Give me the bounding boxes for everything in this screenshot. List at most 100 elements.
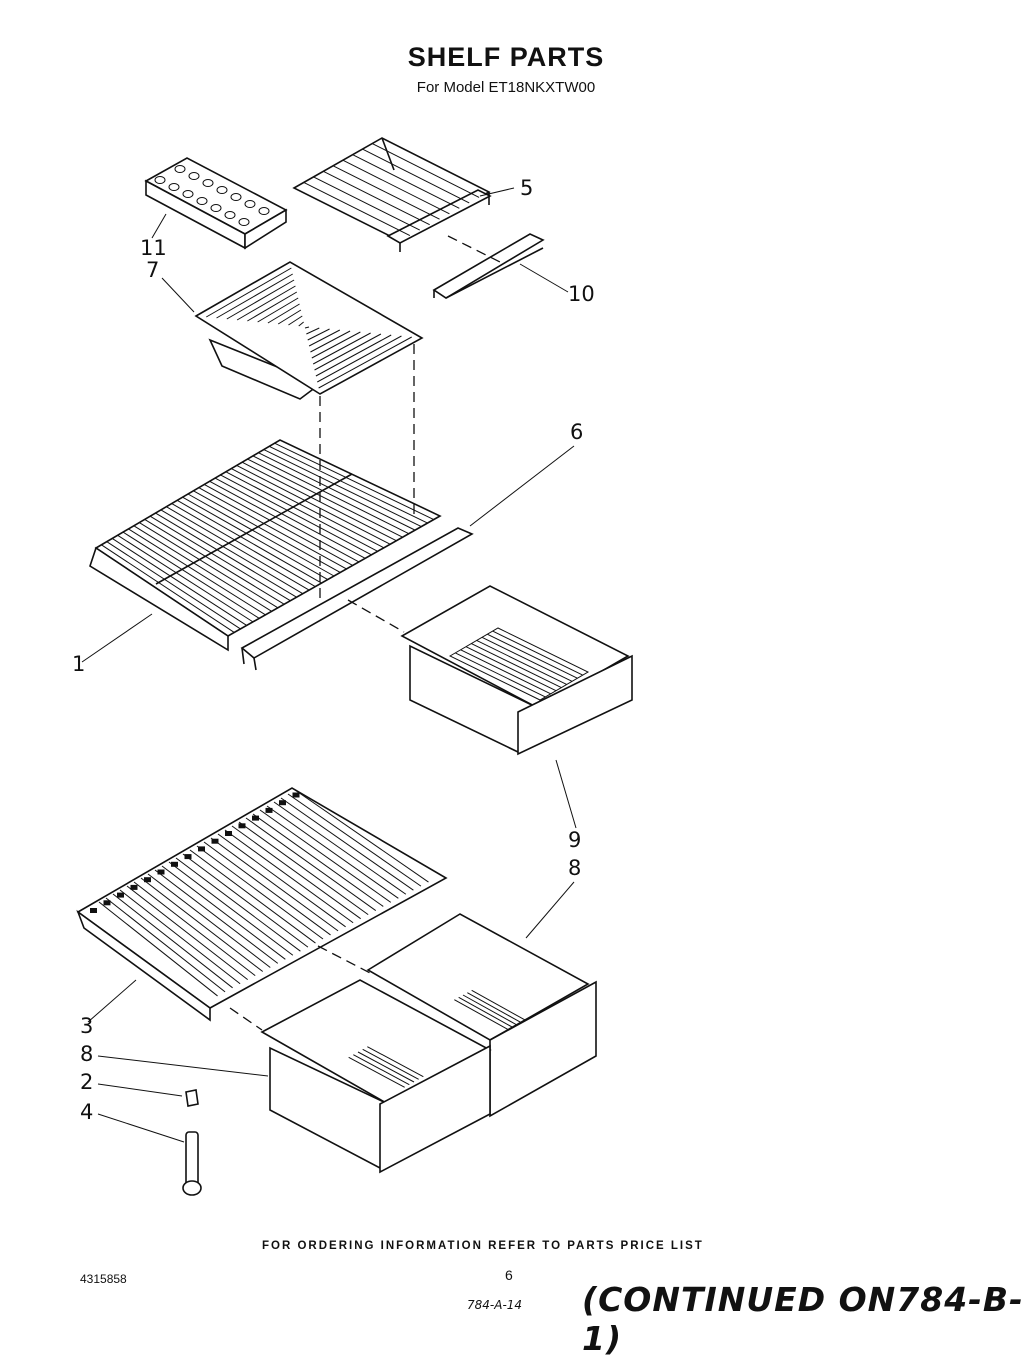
callout-11: 11 (140, 236, 167, 260)
wire-hatch (371, 143, 480, 198)
tray-cell (196, 197, 208, 205)
wire-hatch (314, 333, 382, 371)
wire-hatch (224, 829, 354, 924)
wire-hatch (288, 315, 303, 326)
wire-hatch (273, 801, 407, 895)
wire-hatch (318, 336, 412, 389)
wire-hatch (220, 474, 372, 556)
wire-hatch (367, 1046, 424, 1078)
wire-hatch (144, 518, 285, 605)
wire-hatch (294, 789, 429, 883)
wire-hatch (306, 327, 320, 335)
wire-hatch (304, 326, 310, 329)
assembly-guide-lines (229, 235, 501, 1031)
wire-hatch (189, 849, 316, 944)
wire-hatch (267, 303, 300, 324)
wire-hatch (471, 989, 526, 1021)
crisper-cover-part-3 (76, 787, 448, 1022)
wire-hatch (455, 652, 546, 698)
tray-cell (238, 218, 250, 226)
wire-hatch (154, 869, 279, 964)
wire-hatch (348, 1056, 405, 1088)
shelf-slot (198, 846, 205, 852)
rail-part-6 (240, 527, 474, 671)
wire-hatch (182, 853, 309, 948)
tray-cell (168, 183, 180, 191)
shelf-slot (238, 823, 246, 829)
shelf-slot (90, 908, 97, 913)
wire-hatch (175, 857, 301, 952)
wire-hatch (298, 321, 304, 327)
wire-hatch (122, 531, 260, 619)
fastener-part-2 (185, 1089, 199, 1107)
callout-3: 3 (80, 1014, 94, 1038)
wire-hatch (357, 1051, 415, 1083)
wire-hatch (311, 331, 361, 359)
document-number: 4315858 (80, 1272, 127, 1286)
page-number: 6 (505, 1267, 513, 1283)
handwritten-reference: 784-A-14 (467, 1298, 523, 1312)
pan-part-9 (400, 585, 633, 756)
wire-hatch (247, 458, 403, 538)
shelf-slot (279, 800, 286, 806)
tray-cell (230, 193, 242, 201)
wire-hatch (312, 332, 371, 365)
wire-hatch (203, 484, 353, 566)
wire-hatch (342, 159, 450, 215)
wire-hatch (231, 468, 385, 549)
wire-hatch (182, 496, 329, 580)
wire-hatch (171, 503, 316, 588)
tray-cell (258, 207, 270, 215)
continued-note: (CONTINUED ON784-B-1) (582, 1280, 1024, 1358)
wire-hatch (193, 490, 341, 573)
wire-hatch (277, 309, 302, 325)
wire-hatch (231, 825, 361, 920)
wire-hatch (133, 881, 256, 976)
shelf-slot (265, 807, 273, 813)
wire-hatch (487, 633, 578, 679)
wire-hatch (313, 176, 421, 231)
wire-hatch (274, 442, 434, 520)
wire-hatch (323, 170, 430, 226)
wire-hatch (126, 885, 248, 981)
wire-hatch (471, 643, 562, 689)
wire-hatch (362, 148, 470, 204)
rail-part-10 (432, 233, 545, 299)
wire-hatch (216, 273, 293, 319)
wire-hatch (241, 461, 397, 542)
wire-hatch (160, 509, 304, 595)
shelf-slot (292, 792, 300, 798)
wire-hatch (105, 897, 226, 993)
wire-hatch (263, 449, 422, 528)
wire-hatch (252, 455, 410, 535)
wire-hatch (149, 515, 291, 602)
wire-hatch (467, 992, 522, 1024)
wire-hatch (206, 267, 292, 318)
wire-hatch (481, 636, 573, 682)
callout-1: 1 (72, 652, 86, 676)
wire-hatch (252, 813, 384, 907)
wire-hatch (465, 646, 557, 692)
wire-hatch (454, 999, 509, 1031)
wire-hatch (236, 464, 391, 545)
tray-cell (182, 190, 194, 198)
shelf-slot (117, 892, 124, 898)
wire-hatch (458, 996, 513, 1028)
wire-hatch (287, 793, 422, 887)
wire-hatch (106, 541, 241, 630)
wire-hatch (362, 1048, 419, 1080)
wire-hatch (155, 512, 297, 598)
wire-hatch (353, 1054, 410, 1086)
wire-hatch (196, 845, 324, 940)
wire-hatch (352, 154, 460, 209)
wire-hatch (168, 861, 294, 956)
wire-hatch (147, 873, 271, 968)
wire-hatch (259, 809, 392, 903)
ordering-note: FOR ORDERING INFORMATION REFER TO PARTS … (262, 1240, 704, 1252)
wire-hatch (492, 630, 583, 676)
wire-hatch (176, 499, 322, 584)
tray-cell (210, 204, 222, 212)
wire-hatch (210, 837, 339, 932)
tray-cell (224, 211, 236, 219)
wire-hatch (332, 165, 440, 220)
